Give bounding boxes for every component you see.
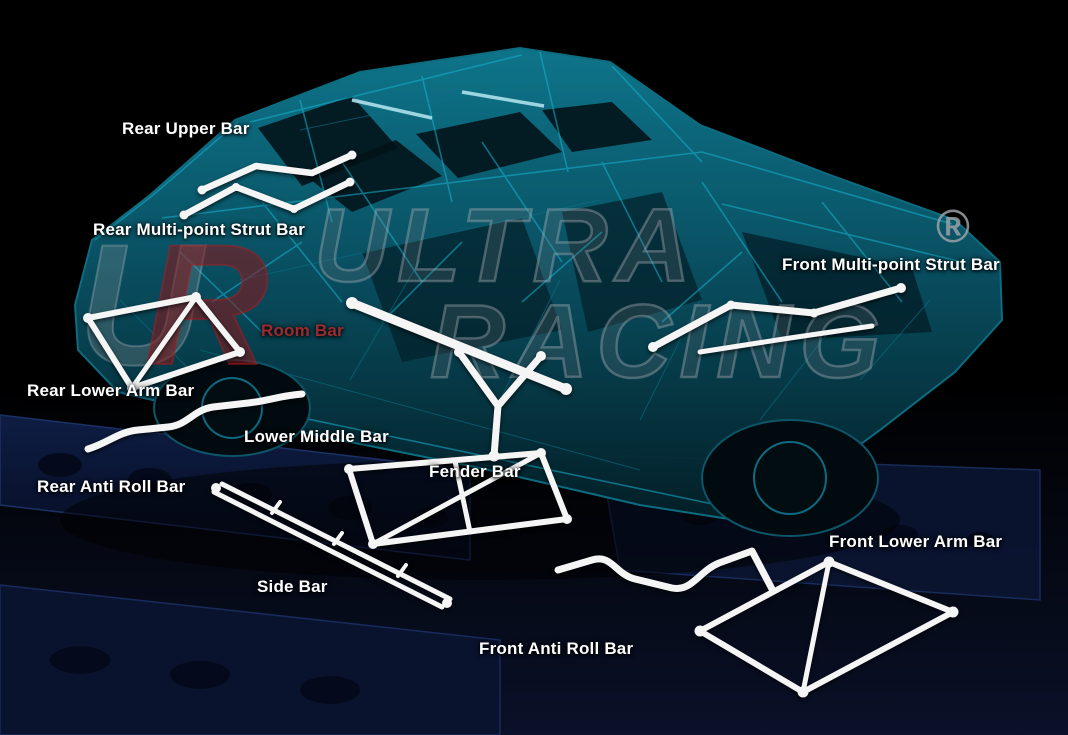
registered-trademark: ® [936, 200, 970, 252]
label-rear-multi-point-strut-bar: Rear Multi-point Strut Bar [93, 220, 306, 239]
front-anti-roll-bar-graphic [554, 547, 776, 593]
label-side-bar: Side Bar [257, 577, 328, 596]
car-body-frame [73, 46, 1004, 537]
label-rear-lower-arm-bar: Rear Lower Arm Bar [27, 381, 195, 400]
label-front-anti-roll-bar: Front Anti Roll Bar [479, 639, 634, 658]
label-front-lower-arm-bar: Front Lower Arm Bar [829, 532, 1003, 551]
label-room-bar: Room Bar [261, 321, 344, 340]
label-rear-upper-bar: Rear Upper Bar [122, 119, 250, 138]
rear-upper-bar-graphic [197, 150, 357, 195]
rear-multi-point-strut-bar-graphic [179, 177, 355, 220]
front-lower-arm-bar-graphic [694, 556, 959, 698]
lower-middle-bar-graphic [344, 448, 572, 549]
label-lower-middle-bar: Lower Middle Bar [244, 427, 389, 446]
fender-bar-graphic [454, 347, 546, 462]
front-multi-point-strut-bar-graphic [648, 283, 906, 355]
label-front-multi-point-strut-bar: Front Multi-point Strut Bar [782, 255, 1000, 274]
label-fender-bar: Fender Bar [429, 462, 521, 481]
rear-anti-roll-bar-graphic [84, 390, 306, 453]
side-bar-graphic [211, 481, 453, 610]
rear-lower-arm-bar-graphic [83, 292, 245, 393]
label-rear-anti-roll-bar: Rear Anti Roll Bar [37, 477, 186, 496]
room-bar-graphic [346, 297, 572, 395]
